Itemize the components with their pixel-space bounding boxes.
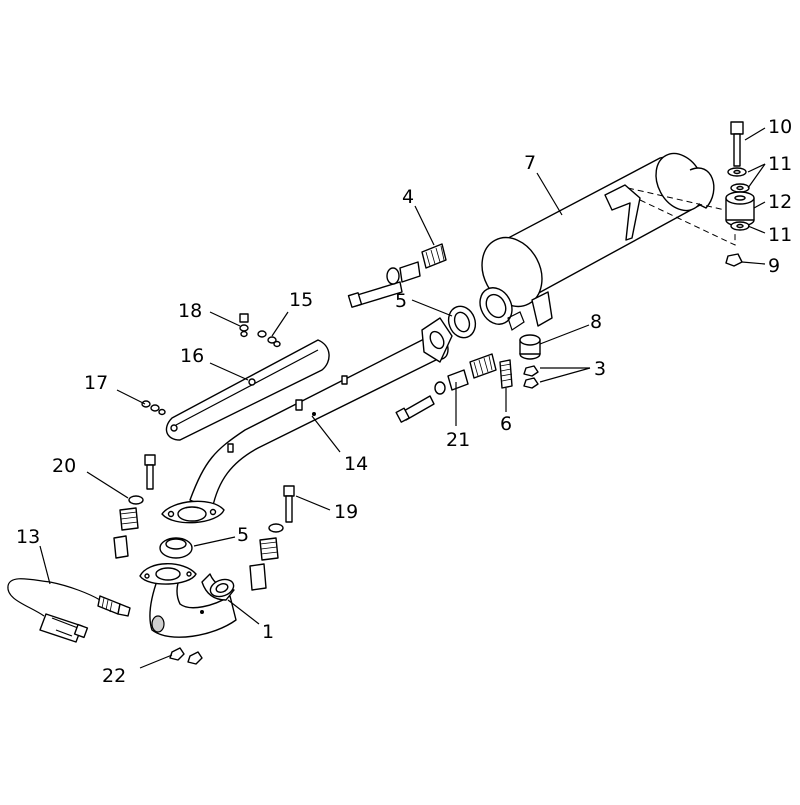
callout-12: 12 bbox=[768, 191, 792, 213]
callout-4: 4 bbox=[402, 186, 414, 208]
callout-18: 18 bbox=[178, 300, 202, 322]
part-spring-set-upper bbox=[347, 243, 447, 308]
part-screw-15 bbox=[257, 330, 281, 348]
part-spring-set-left bbox=[113, 454, 156, 559]
part-screw-18 bbox=[239, 313, 249, 338]
callout-3: 3 bbox=[594, 358, 606, 380]
part-seal-ring-lower bbox=[159, 537, 193, 559]
part-seal-ring-upper bbox=[447, 305, 477, 339]
part-heat-shield bbox=[165, 339, 330, 441]
callout-5-lower: 5 bbox=[237, 524, 249, 546]
part-mount-washer-upper bbox=[727, 167, 750, 193]
callout-15: 15 bbox=[289, 289, 313, 311]
part-nuts bbox=[523, 365, 539, 389]
part-mount-bolt bbox=[730, 121, 744, 167]
callout-22: 22 bbox=[102, 665, 126, 687]
callout-9: 9 bbox=[768, 255, 780, 277]
callout-8: 8 bbox=[590, 311, 602, 333]
callout-13: 13 bbox=[16, 526, 40, 548]
callout-numbers: 1 3 4 5 5 6 7 8 9 10 11 12 11 13 14 15 1… bbox=[16, 116, 792, 687]
callout-1: 1 bbox=[262, 621, 274, 643]
callout-17: 17 bbox=[84, 372, 108, 394]
callout-11-lower: 11 bbox=[768, 224, 792, 246]
leader-lines bbox=[39, 127, 766, 669]
part-header-pipe bbox=[139, 563, 237, 638]
part-spring-single bbox=[499, 359, 513, 389]
callout-6: 6 bbox=[500, 413, 512, 435]
part-oxygen-sensor bbox=[7, 578, 131, 643]
part-rubber-grommet bbox=[725, 191, 755, 227]
part-spring-set-lower bbox=[395, 353, 497, 423]
callout-20: 20 bbox=[52, 455, 76, 477]
part-rubber-bumper bbox=[519, 334, 541, 360]
callout-5-upper: 5 bbox=[395, 290, 407, 312]
callout-14: 14 bbox=[344, 453, 368, 475]
callout-19: 19 bbox=[334, 501, 358, 523]
part-mount-washer-lower bbox=[730, 221, 750, 231]
part-spring-set-right bbox=[249, 485, 295, 591]
callout-7: 7 bbox=[524, 152, 536, 174]
part-muffler bbox=[479, 152, 715, 331]
callout-10: 10 bbox=[768, 116, 792, 138]
callout-11-upper: 11 bbox=[768, 153, 792, 175]
part-screw-17 bbox=[141, 400, 166, 416]
part-header-nuts bbox=[169, 647, 203, 665]
callout-21: 21 bbox=[446, 429, 470, 451]
callout-16: 16 bbox=[180, 345, 204, 367]
part-mid-pipe bbox=[161, 317, 453, 524]
part-mount-nut bbox=[725, 253, 743, 267]
